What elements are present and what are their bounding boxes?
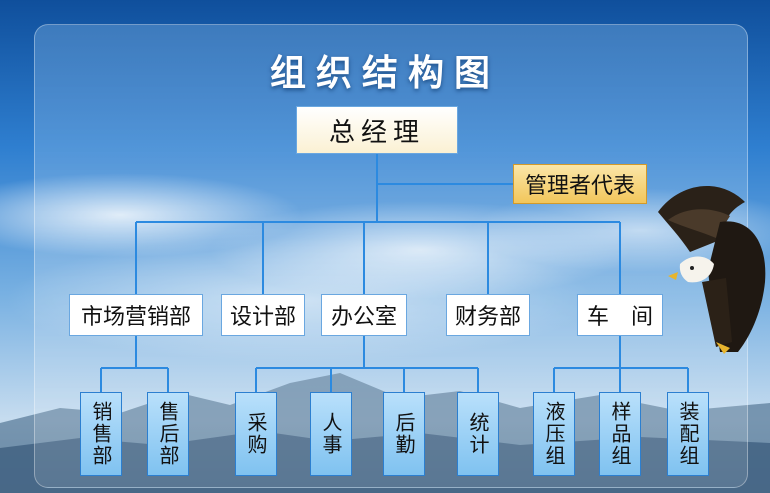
sub-sample-team: 样品组: [599, 392, 641, 476]
general-manager-box: 总经理: [296, 106, 458, 154]
page-title: 组织结构图: [269, 53, 500, 94]
eagle-icon: [658, 185, 766, 354]
dept-workshop: 车 间: [577, 294, 663, 336]
dept-marketing: 市场营销部: [69, 294, 203, 336]
sub-assembly-team: 装配组: [667, 392, 709, 476]
sub-statistics: 统计: [457, 392, 499, 476]
sub-hydraulic-team: 液压组: [533, 392, 575, 476]
sub-sales: 销售部: [80, 392, 122, 476]
management-representative-box: 管理者代表: [513, 164, 647, 204]
dept-finance: 财务部: [446, 294, 530, 336]
dept-office: 办公室: [321, 294, 407, 336]
sub-purchasing: 采购: [235, 392, 277, 476]
sub-hr: 人事: [310, 392, 352, 476]
dept-design: 设计部: [221, 294, 305, 336]
sub-after-sales: 售后部: [147, 392, 189, 476]
sub-logistics: 后勤: [383, 392, 425, 476]
